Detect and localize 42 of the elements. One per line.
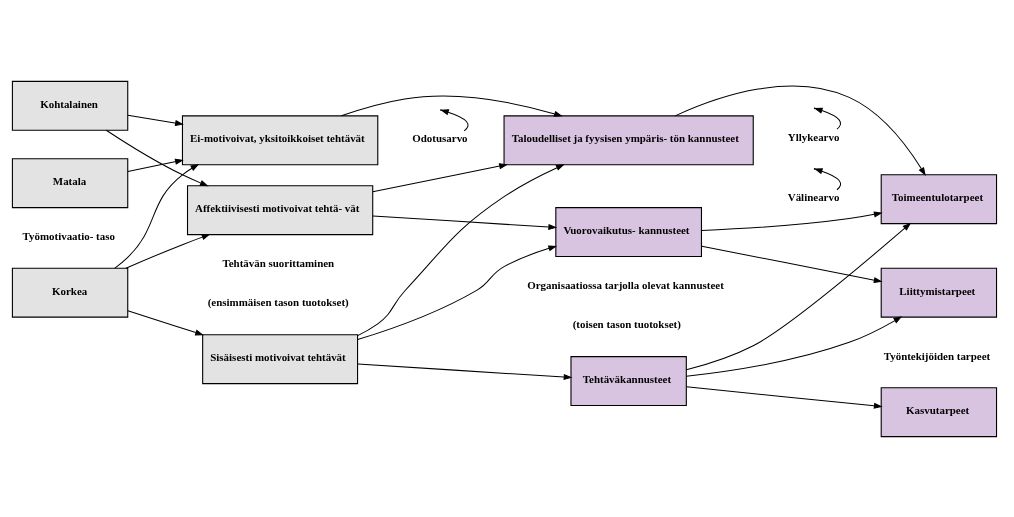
arrow bbox=[114, 163, 200, 269]
arrow bbox=[105, 129, 209, 186]
arrow bbox=[701, 245, 883, 283]
label: Työntekijöiden tarpeet bbox=[883, 349, 991, 362]
label: Tehtävän suorittaminen bbox=[222, 256, 335, 269]
node-box: Taloudelliset ja fyysisen ympäris- tön kannusteet bbox=[503, 114, 754, 165]
arrow bbox=[372, 214, 558, 230]
arrow bbox=[127, 309, 204, 335]
label: (toisen tason tuotokset) bbox=[572, 317, 681, 330]
label: Työmotivaatio- taso bbox=[22, 229, 115, 242]
arrow bbox=[357, 245, 558, 340]
arrow bbox=[674, 85, 926, 176]
arrow bbox=[701, 210, 883, 231]
arrow bbox=[127, 114, 184, 126]
arrow bbox=[440, 108, 469, 131]
arrow bbox=[357, 163, 565, 336]
arrow bbox=[125, 233, 211, 269]
node-text: Välinearvo bbox=[787, 190, 840, 203]
node-text: Odotusarvo bbox=[412, 131, 468, 144]
arrow bbox=[685, 222, 912, 370]
label: Organisaatiossa tarjolla olevat kannusteet bbox=[527, 278, 724, 291]
arrow bbox=[685, 315, 903, 377]
arrow bbox=[813, 107, 842, 130]
node-box: Tehtäväkannusteet bbox=[570, 355, 687, 406]
arrow bbox=[340, 95, 563, 117]
node-box: Vuorovaikutus- kannusteet bbox=[555, 206, 702, 257]
node-box: Kohtalainen bbox=[11, 80, 129, 131]
arrow bbox=[127, 158, 184, 172]
node-box: Sisäisesti motivoivat tehtävät bbox=[202, 333, 359, 384]
node-box: Ei-motivoivat, yksitoikkoiset tehtävät bbox=[181, 114, 379, 165]
label: (ensimmäisen tason tuotokset) bbox=[207, 295, 349, 308]
node-box: Kasvutarpeet bbox=[880, 386, 998, 437]
arrow bbox=[357, 363, 573, 380]
node-box: Toimeentulotarpeet bbox=[880, 173, 998, 224]
node-box: Korkea bbox=[11, 267, 129, 318]
arrow bbox=[813, 167, 842, 190]
node-box: Liittymistarpeet bbox=[880, 267, 998, 318]
arrow bbox=[372, 162, 508, 192]
node-box: Matala bbox=[11, 157, 129, 208]
node-box: Affektiivisesti motivoivat tehtä- vät bbox=[186, 184, 374, 235]
node-text: Yllykearvo bbox=[787, 130, 840, 143]
arrow bbox=[685, 385, 883, 409]
